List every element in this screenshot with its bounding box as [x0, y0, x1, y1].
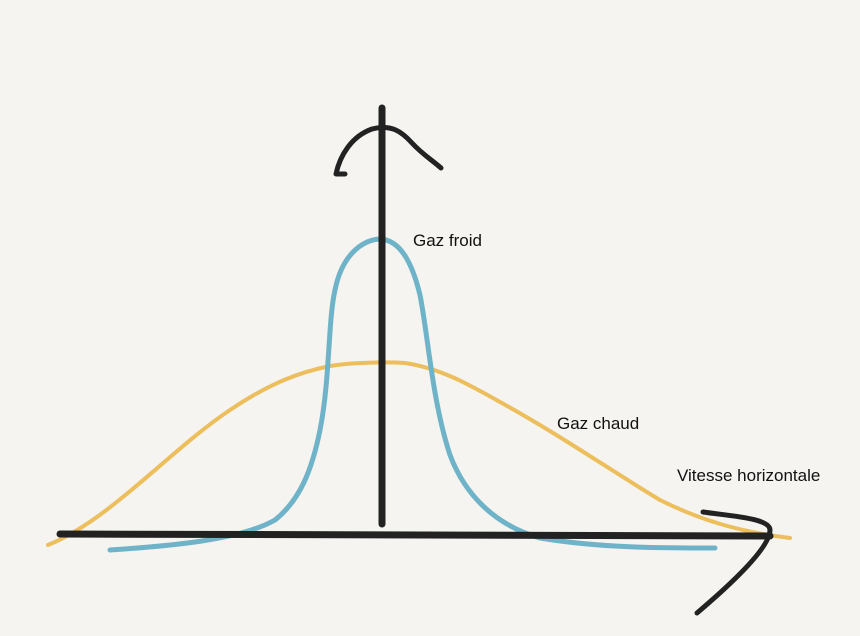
cold-gas-curve	[107, 236, 718, 553]
hot-gas-label: Gaz chaud	[557, 414, 640, 433]
hot-gas-curve	[46, 360, 792, 547]
y-axis-arrowhead	[333, 125, 444, 177]
x-axis-arrowhead	[694, 509, 773, 616]
cold-gas-label: Gaz froid	[413, 231, 482, 250]
x-axis-line	[56, 530, 774, 540]
x-axis-label: Vitesse horizontale	[677, 466, 821, 485]
